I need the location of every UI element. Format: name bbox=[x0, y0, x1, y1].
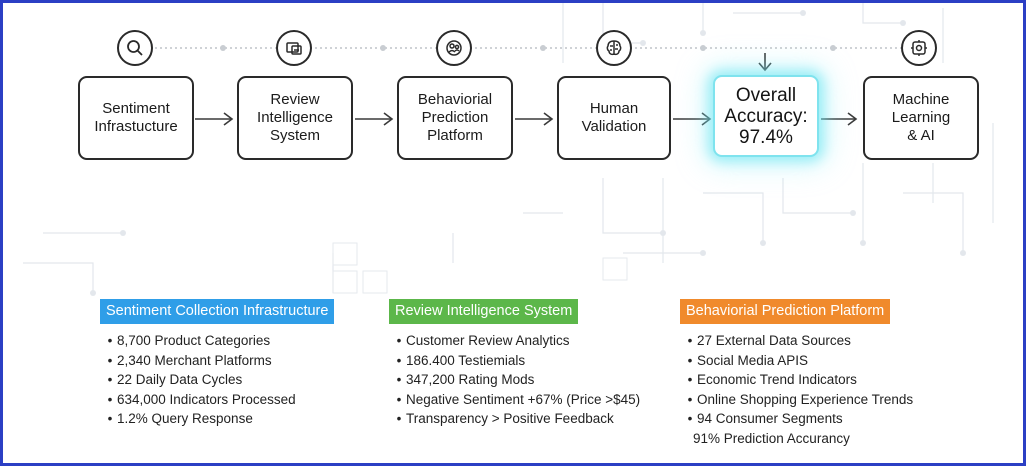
list-item: •Economic Trend Indicators bbox=[687, 372, 857, 387]
list-item: •94 Consumer Segments bbox=[687, 411, 843, 426]
panel-footer: 91% Prediction Accurancy bbox=[693, 430, 850, 446]
document-icon bbox=[276, 30, 312, 66]
panel-title: Behaviorial Prediction Platform bbox=[680, 299, 891, 324]
panel-review-intelligence: Review Intelligence System •Customer Rev… bbox=[389, 299, 640, 429]
list-item: •2,340 Merchant Platforms bbox=[107, 352, 272, 368]
panel-list: •8,700 Product Categories •2,340 Merchan… bbox=[100, 331, 334, 429]
list-item: •1.2% Query Response bbox=[107, 411, 253, 426]
list-item: •186.400 Testiemials bbox=[396, 352, 526, 368]
panel-list: •27 External Data Sources •Social Media … bbox=[680, 331, 914, 429]
list-item: •Online Shopping Experience Trends bbox=[687, 391, 914, 407]
list-item: •634,000 Indicators Processed bbox=[107, 391, 296, 407]
panel-title: Review Intelligence System bbox=[389, 299, 579, 324]
people-icon bbox=[436, 30, 472, 66]
list-item: •27 External Data Sources bbox=[687, 333, 851, 348]
flow-box-human-validation: Human Validation bbox=[557, 76, 671, 160]
panel-title: Sentiment Collection Infrastructure bbox=[100, 299, 335, 324]
list-item: •Social Media APIS bbox=[687, 352, 809, 368]
list-item: •Transparency > Positive Feedback bbox=[396, 411, 614, 426]
flow-box-sentiment-infrastructure: Sentiment Infrastucture bbox=[78, 76, 194, 160]
panel-sentiment-collection: Sentiment Collection Infrastructure •8,7… bbox=[100, 299, 335, 429]
list-item: •Negative Sentiment +67% (Price >$45) bbox=[396, 391, 641, 407]
flow-box-review-intelligence: Review Intelligence System bbox=[237, 76, 353, 160]
search-icon bbox=[117, 30, 153, 66]
flow-box-overall-accuracy: Overall Accuracy: 97.4% bbox=[713, 75, 819, 157]
list-item: •347,200 Rating Mods bbox=[396, 372, 535, 387]
flow-box-behavioral-prediction: Behaviorial Prediction Platform bbox=[397, 76, 513, 160]
gear-cube-icon bbox=[901, 30, 937, 66]
panel-list: •Customer Review Analytics •186.400 Test… bbox=[389, 331, 641, 429]
list-item: •22 Daily Data Cycles bbox=[107, 372, 243, 387]
list-item: •8,700 Product Categories bbox=[107, 333, 271, 348]
brain-icon bbox=[596, 30, 632, 66]
list-item: •Customer Review Analytics bbox=[396, 333, 570, 348]
flow-box-machine-learning: Machine Learning & AI bbox=[863, 76, 979, 160]
panel-behavioral-prediction: Behaviorial Prediction Platform •27 Exte… bbox=[680, 299, 913, 448]
